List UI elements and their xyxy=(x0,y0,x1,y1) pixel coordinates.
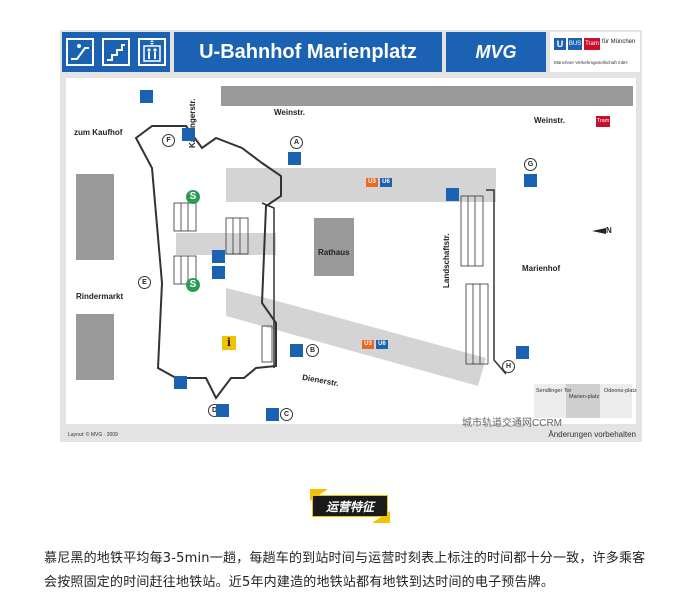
escalators xyxy=(173,195,489,365)
escalator-icon xyxy=(524,174,537,187)
station-title: U-Bahnhof Marienplatz xyxy=(174,32,442,72)
line-u6-badge: U6 xyxy=(376,340,388,349)
line-locator xyxy=(534,384,632,418)
section-heading: 运营特征 xyxy=(310,489,390,523)
sbahn-icon: S xyxy=(186,278,200,292)
exit-a: A xyxy=(290,136,303,149)
building-block-west-bottom xyxy=(76,314,114,380)
elevator-icon xyxy=(182,128,195,141)
label-zum-kaufhof: zum Kaufhof xyxy=(74,128,123,137)
label-marienhof: Marienhof xyxy=(522,264,561,273)
u-bahn-platform-upper xyxy=(226,168,496,202)
facility-icons xyxy=(62,32,170,72)
caption-paragraph: 慕尼黑的地铁平均每3-5min一趟，每趟车的到站时间与运营时刻表上标注的时间都十… xyxy=(44,551,646,590)
exit-e: E xyxy=(138,276,151,289)
stairs-icon xyxy=(102,38,130,66)
station-plan: Weinstr. Weinstr. Kaufingerstr. zum Kauf… xyxy=(66,78,637,424)
information-icon: i xyxy=(222,336,236,350)
mvv-company: Münchner Verkehrsgesellschaft mbH xyxy=(554,60,628,65)
station-outline xyxy=(134,125,282,400)
compass-label: N xyxy=(606,226,612,235)
street-rindermarkt: Rindermarkt xyxy=(76,292,124,301)
mvv-tagline: für München xyxy=(602,39,636,45)
tram-stop-badge: Tram xyxy=(596,116,610,127)
escalator-icon xyxy=(140,90,153,103)
escalator-icon xyxy=(516,346,529,359)
rathaus-block xyxy=(314,218,354,276)
exit-f: F xyxy=(162,134,175,147)
map-header: U-Bahnhof Marienplatz MVG U BUS Tram für… xyxy=(62,32,640,72)
line-u6-badge: U6 xyxy=(380,178,392,187)
locator-current-station: Marien-platz xyxy=(569,394,600,400)
escalator-icon xyxy=(290,344,303,357)
elevator-icon xyxy=(212,266,225,279)
label-rathaus: Rathaus xyxy=(318,248,350,257)
building-block-west-top xyxy=(76,174,114,260)
line-u3-badge: U3 xyxy=(362,340,374,349)
changes-notice: Änderungen vorbehalten xyxy=(548,430,636,439)
elevator-icon xyxy=(212,250,225,263)
wheelchair-icon xyxy=(174,376,187,389)
layout-credit: Layout: © MVG · 2009 xyxy=(68,432,118,438)
exit-h: H xyxy=(502,360,515,373)
tram-badge: Tram xyxy=(584,38,600,50)
building-block-north xyxy=(221,86,633,106)
escalator-icon xyxy=(216,404,229,417)
exit-b: B xyxy=(306,344,319,357)
elevator-icon xyxy=(138,38,166,66)
escalator-icon xyxy=(66,38,94,66)
station-map: U-Bahnhof Marienplatz MVG U BUS Tram für… xyxy=(60,30,642,442)
u-bahn-platform-lower xyxy=(226,288,486,386)
mvg-logo: MVG xyxy=(446,32,546,72)
street-landschaftstr: Landschaftstr. xyxy=(442,233,451,288)
ubahn-badge: U xyxy=(554,38,566,50)
sbahn-icon: S xyxy=(186,190,200,204)
exit-g: G xyxy=(524,158,537,171)
line-u3-badge: U3 xyxy=(366,178,378,187)
watermark: 城市轨道交通网CCRM xyxy=(462,418,562,429)
escalator-icon xyxy=(288,152,301,165)
mvv-logo: U BUS Tram für München Münchner Verkehrs… xyxy=(550,32,640,72)
elevator-icon xyxy=(446,188,459,201)
locator-prev-station: Sendlinger Tor xyxy=(536,388,572,394)
locator-next-station: Odeons-platz xyxy=(604,388,637,394)
escalator-icon xyxy=(266,408,279,421)
exit-c: C xyxy=(280,408,293,421)
street-weinstr-left: Weinstr. xyxy=(274,108,305,117)
marienhof-wall xyxy=(486,189,507,375)
compass-north-icon xyxy=(592,226,616,236)
bus-badge: BUS xyxy=(568,38,582,50)
street-weinstr-right: Weinstr. xyxy=(534,116,565,125)
plan-drawing xyxy=(76,86,633,418)
section-heading-text: 运营特征 xyxy=(312,495,388,517)
mezzanine-wall xyxy=(261,202,275,368)
